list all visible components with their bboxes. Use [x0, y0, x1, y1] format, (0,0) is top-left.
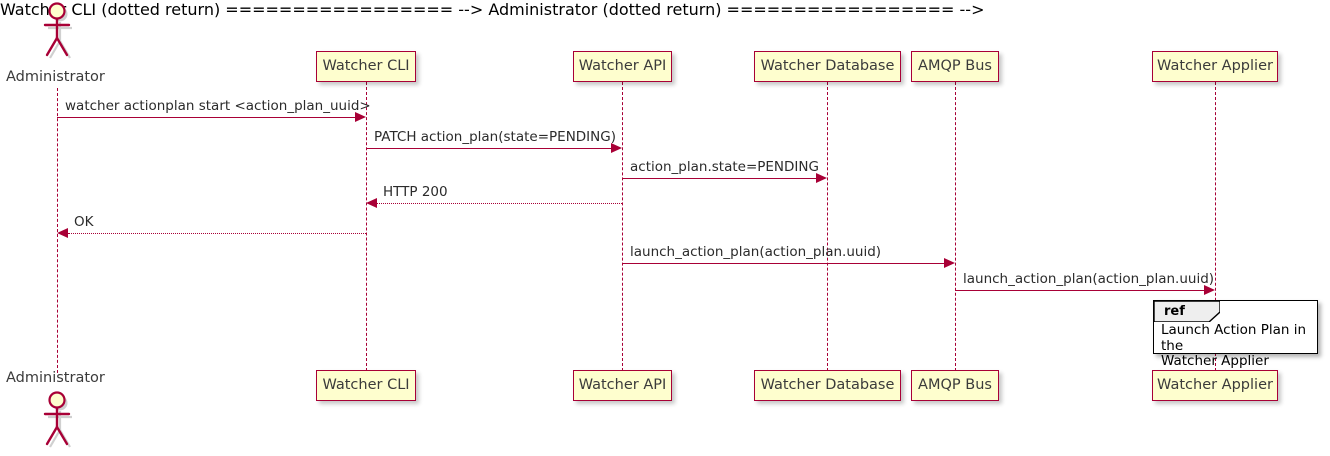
- participant-label: Watcher Applier: [1157, 377, 1273, 394]
- participant-box-watcher-applier-top[interactable]: Watcher Applier: [1152, 51, 1278, 82]
- message-line: [377, 203, 622, 204]
- lifeline-watcher-applier: [1215, 82, 1216, 371]
- participant-label: AMQP Bus: [918, 58, 992, 75]
- ref-tab-shape-icon: [1154, 301, 1220, 322]
- participant-box-watcher-cli-top[interactable]: Watcher CLI: [316, 51, 416, 82]
- arrowhead-left-icon: [57, 228, 68, 238]
- arrowhead-right-icon: [611, 143, 622, 153]
- ref-fragment[interactable]: ref Launch Action Plan in the Watcher Ap…: [1153, 300, 1318, 369]
- actor-figure-icon: [43, 391, 72, 448]
- participant-box-watcher-cli-bottom[interactable]: Watcher CLI: [316, 370, 416, 401]
- message-line: [622, 263, 944, 264]
- participant-label: Watcher CLI: [322, 377, 410, 394]
- lifeline-watcher-database: [827, 82, 828, 371]
- lifeline-amqp-bus: [955, 82, 956, 371]
- actor-administrator-bottom[interactable]: [38, 391, 78, 453]
- ref-tab-label: ref: [1164, 304, 1185, 319]
- participant-label: Watcher Database: [760, 377, 895, 394]
- message-label: launch_action_plan(action_plan.uuid): [630, 243, 882, 260]
- participant-label: AMQP Bus: [918, 377, 992, 394]
- actor-figure-icon: [43, 2, 72, 59]
- arrowhead-left-icon: [366, 198, 377, 208]
- participant-box-watcher-api-bottom[interactable]: Watcher API: [573, 370, 672, 401]
- message-label: watcher actionplan start <action_plan_uu…: [65, 97, 371, 114]
- lifeline-watcher-cli: [366, 82, 367, 371]
- participant-box-watcher-database-bottom[interactable]: Watcher Database: [754, 370, 901, 401]
- participant-label: Watcher CLI: [322, 58, 410, 75]
- actor-label-administrator-top: Administrator: [6, 69, 105, 85]
- message-label: action_plan.state=PENDING: [630, 158, 819, 175]
- ref-fragment-text: Launch Action Plan in the Watcher Applie…: [1161, 322, 1313, 370]
- actor-administrator-top[interactable]: [38, 2, 78, 64]
- message-label: PATCH action_plan(state=PENDING): [374, 128, 616, 145]
- actor-label-administrator-bottom: Administrator: [6, 370, 105, 386]
- message-line: [622, 178, 816, 179]
- participant-box-watcher-applier-bottom[interactable]: Watcher Applier: [1152, 370, 1278, 401]
- participant-label: Watcher API: [578, 377, 667, 394]
- message-line: [57, 117, 355, 118]
- arrowhead-right-icon: [1204, 285, 1215, 295]
- message-line: [955, 290, 1204, 291]
- message-line: [68, 233, 366, 234]
- participant-box-watcher-database-top[interactable]: Watcher Database: [754, 51, 901, 82]
- lifeline-watcher-api: [622, 82, 623, 371]
- participant-box-watcher-api-top[interactable]: Watcher API: [573, 51, 672, 82]
- participant-box-amqp-bus-bottom[interactable]: AMQP Bus: [911, 370, 999, 401]
- message-line: [366, 148, 611, 149]
- participant-label: Watcher API: [578, 58, 667, 75]
- arrowhead-right-icon: [816, 173, 827, 183]
- arrowhead-right-icon: [944, 258, 955, 268]
- message-label: launch_action_plan(action_plan.uuid): [963, 270, 1215, 287]
- ref-fragment-line-1: Launch Action Plan in the: [1161, 322, 1307, 354]
- participant-box-amqp-bus-top[interactable]: AMQP Bus: [911, 51, 999, 82]
- participant-label: Watcher Database: [760, 58, 895, 75]
- message-label: OK: [74, 213, 94, 230]
- message-label: HTTP 200: [383, 183, 448, 200]
- participant-label: Watcher Applier: [1157, 58, 1273, 75]
- arrowhead-right-icon: [355, 112, 366, 122]
- ref-fragment-line-2: Watcher Applier: [1161, 353, 1269, 369]
